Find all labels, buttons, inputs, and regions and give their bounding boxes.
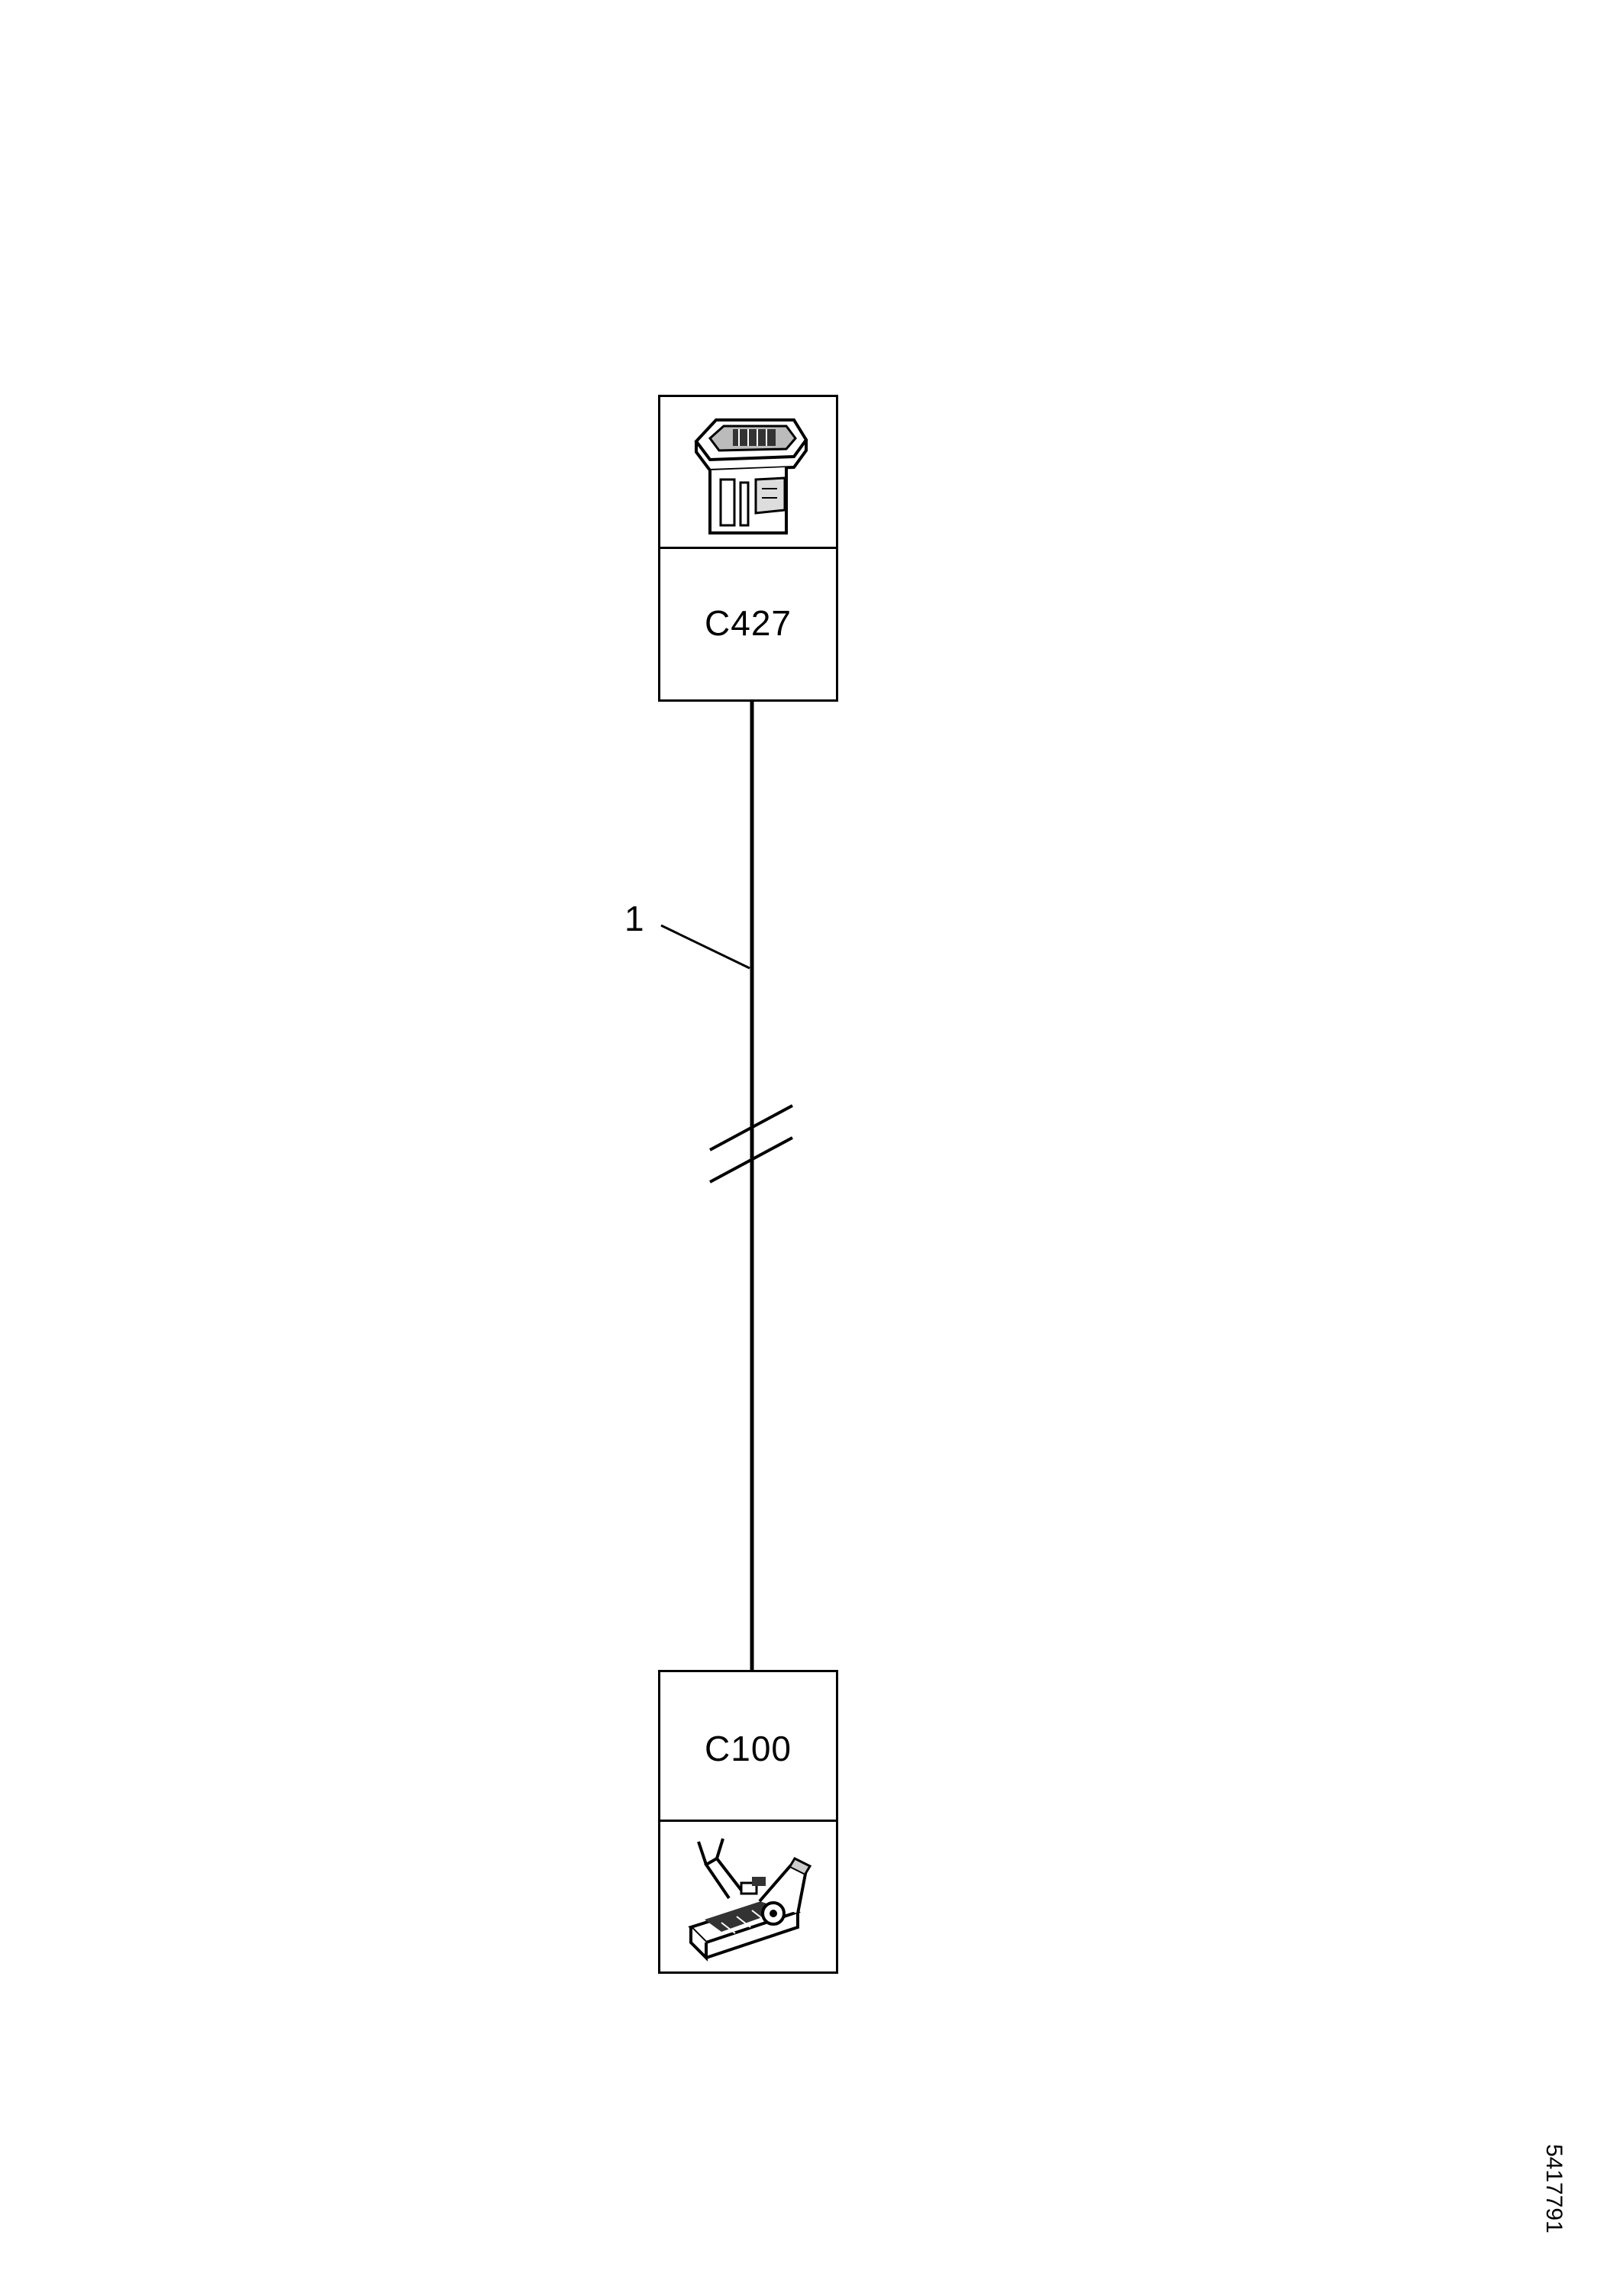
connector-picture-cell [660,1820,836,1971]
connector-housing-icon [694,418,808,534]
connector-picture-cell [660,397,836,549]
inline-connector-icon [688,1838,812,1962]
callout-leader [660,924,750,970]
wire-callout-number: 1 [624,899,644,938]
connector-c427[interactable]: C427 [658,395,838,702]
connector-label: C100 [705,1729,792,1768]
connector-c100[interactable]: C100 [658,1670,838,1974]
break-mark-upper [709,1104,793,1151]
break-mark-lower [709,1136,793,1184]
connector-label: C427 [705,603,792,643]
figure-reference-code: 5417791 [1541,2144,1567,2233]
